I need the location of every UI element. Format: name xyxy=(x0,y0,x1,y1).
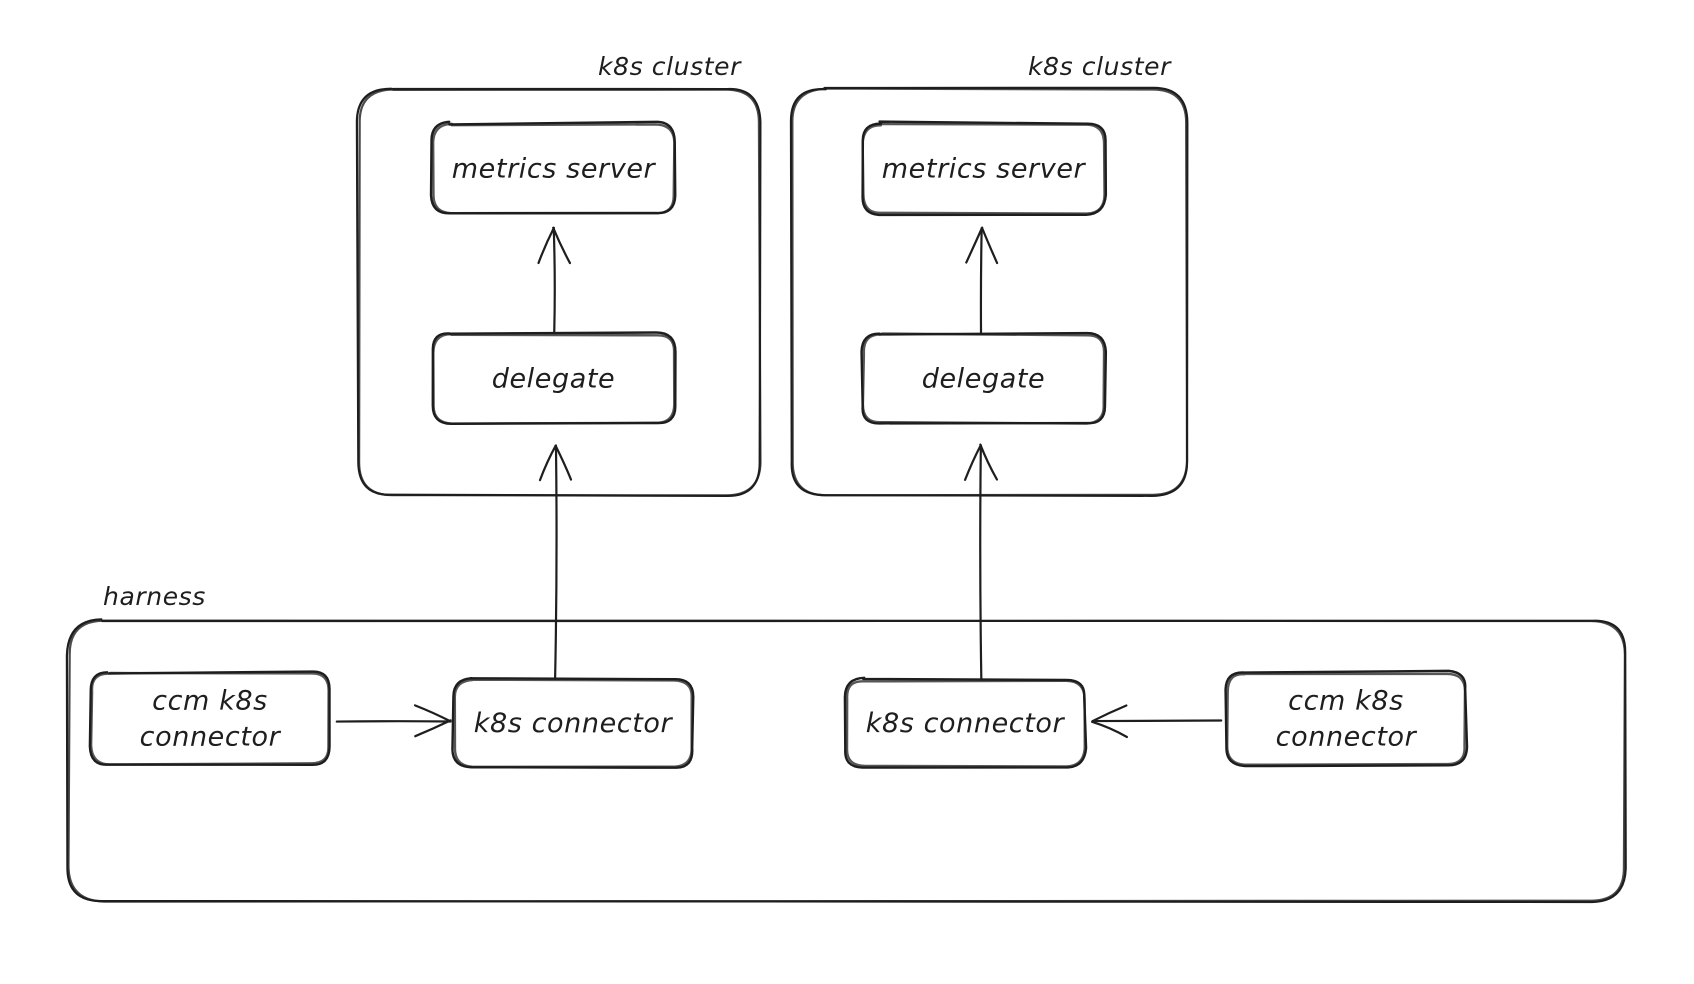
arrowhead-barb xyxy=(413,704,452,723)
arrowhead-barb xyxy=(981,227,999,265)
node-metrics-server-right[interactable]: metrics server xyxy=(861,120,1108,217)
arrow-shaft xyxy=(979,444,983,681)
arrow-arrow-ccm-to-connector-left xyxy=(335,704,452,738)
arrow-shaft xyxy=(553,444,558,681)
arrowhead-barb xyxy=(979,443,999,481)
arrowhead-barb xyxy=(1090,720,1129,739)
node-delegate-left[interactable]: delegate xyxy=(431,331,677,426)
node-outline-secondary xyxy=(1225,672,1467,766)
arrowhead-barb xyxy=(414,719,452,738)
node-ccm-k8s-connector-right[interactable]: ccm k8s connector xyxy=(1224,669,1469,768)
arrow-arrow-connector-to-delegate-left xyxy=(538,444,573,681)
node-outline-secondary xyxy=(432,332,676,425)
node-k8s-connector-left[interactable]: k8s connector xyxy=(451,676,695,769)
node-outline-secondary xyxy=(89,671,330,766)
node-label-delegate-left: delegate xyxy=(492,364,616,395)
node-delegate-right[interactable]: delegate xyxy=(860,331,1108,425)
node-metrics-server-left[interactable]: metrics server xyxy=(429,120,677,215)
arrowhead-barb xyxy=(963,444,982,481)
arrowhead-barb xyxy=(537,226,555,265)
node-label-delegate-right: delegate xyxy=(922,364,1046,395)
node-label-metrics-server-left: metrics server xyxy=(452,154,657,185)
group-k8s-cluster-right: k8s cluster xyxy=(789,52,1189,497)
arrow-shaft xyxy=(552,226,556,335)
node-label-k8s-connector-left: k8s connector xyxy=(474,708,674,739)
arrow-shaft xyxy=(1091,719,1223,723)
node-ccm-k8s-connector-left[interactable]: ccm k8s connector xyxy=(88,670,331,766)
node-label-ccm-k8s-connector-right: ccm k8s xyxy=(1288,686,1404,717)
arrowhead-barb xyxy=(965,226,984,264)
node-label-k8s-connector-right: k8s connector xyxy=(866,708,1066,739)
group-outline-secondary xyxy=(358,88,762,497)
group-label-harness: harness xyxy=(103,582,206,611)
node-k8s-connector-right[interactable]: k8s connector xyxy=(843,676,1088,769)
group-outline-secondary xyxy=(67,619,1626,903)
node-outline-secondary xyxy=(453,678,693,768)
group-outline-secondary xyxy=(791,87,1189,497)
node-label-ccm-k8s-connector-left: connector xyxy=(140,722,282,753)
node-label-ccm-k8s-connector-right: connector xyxy=(1276,722,1418,753)
arrow-arrow-delegate-to-metrics-right xyxy=(965,226,999,335)
arrow-arrow-connector-to-delegate-right xyxy=(963,443,999,681)
arrowhead-barb xyxy=(552,226,572,265)
arrowhead-barb xyxy=(1091,704,1128,723)
group-k8s-cluster-left: k8s cluster xyxy=(355,52,762,498)
node-outline-secondary xyxy=(431,122,676,215)
arrowhead-barb xyxy=(554,444,573,481)
arrow-shaft xyxy=(979,227,983,335)
group-outline xyxy=(789,86,1189,497)
group-harness: harness xyxy=(65,582,1627,904)
group-outline xyxy=(65,618,1627,904)
node-label-ccm-k8s-connector-left: ccm k8s xyxy=(152,686,268,717)
node-outline-secondary xyxy=(845,679,1086,768)
group-label-k8s-cluster-right: k8s cluster xyxy=(1028,52,1172,81)
arrow-arrow-delegate-to-metrics-left xyxy=(537,226,572,335)
node-outline-secondary xyxy=(861,332,1106,425)
node-outline-secondary xyxy=(861,122,1106,215)
node-label-metrics-server-right: metrics server xyxy=(882,154,1087,185)
arrowhead-barb xyxy=(538,444,557,482)
node-outline xyxy=(1224,669,1469,768)
arrow-arrow-ccm-to-connector-right xyxy=(1090,704,1223,739)
group-label-k8s-cluster-left: k8s cluster xyxy=(598,52,742,81)
group-outline xyxy=(355,87,762,498)
